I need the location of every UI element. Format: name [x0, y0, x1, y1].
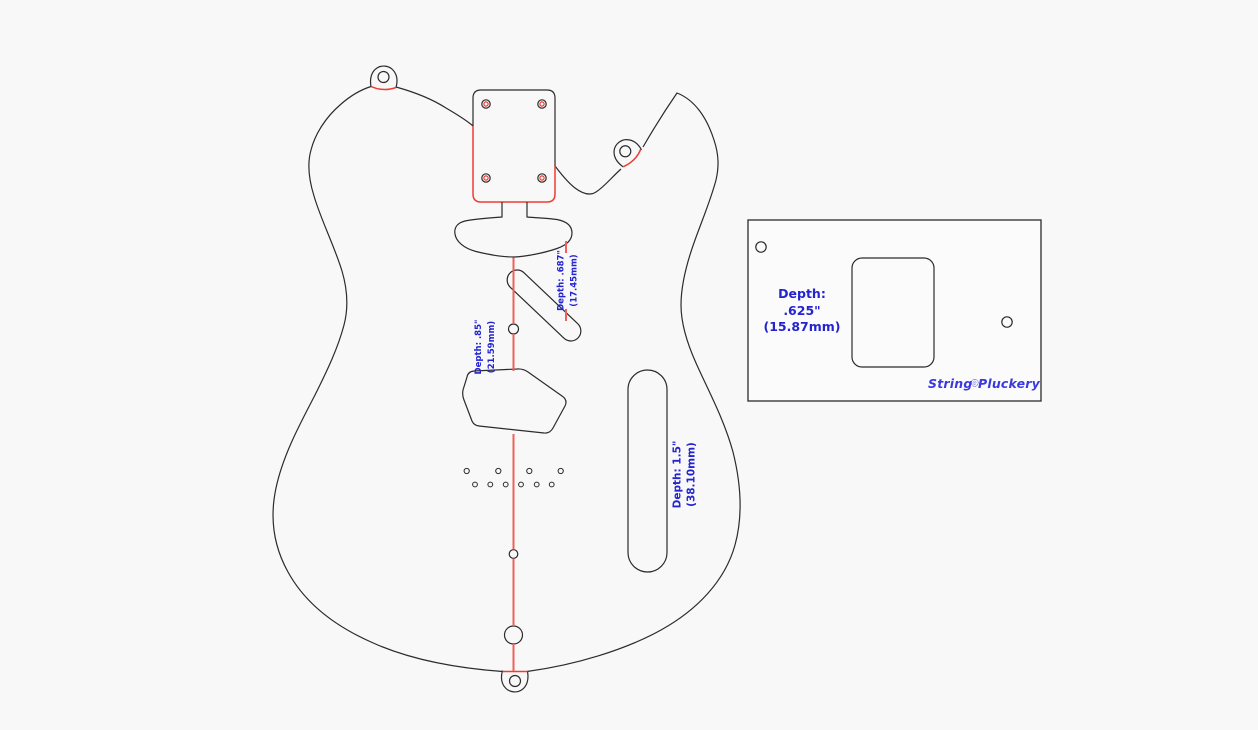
bottom-strap-hole [508, 674, 522, 688]
body-outline-right-side [526, 92, 741, 673]
control-plate [747, 219, 1042, 402]
depth-metric-text: (15.87mm) [763, 319, 841, 334]
top-tab-cut-arc [370, 85, 397, 91]
right-hanger-hole [619, 145, 632, 158]
centerline-hole-upper [507, 323, 520, 335]
right-tab-cut-arc [622, 148, 642, 168]
depth-metric-text: (38.10mm) [685, 442, 697, 507]
pick-logo-icon [971, 379, 979, 387]
brand-word-string: String [928, 375, 973, 391]
small-hole [463, 467, 470, 475]
screw-hole-outer [537, 173, 547, 183]
small-hole [487, 481, 494, 488]
plate-switch-cutout [851, 257, 935, 368]
body-outline-left-side [272, 85, 503, 673]
truss-access-route [454, 202, 573, 258]
plate-screw-hole-left [755, 241, 767, 253]
centerline-hole-large [503, 625, 524, 645]
body-outline-pocket-to-right-tab [554, 165, 622, 195]
screw-hole-inner [483, 101, 489, 107]
small-hole [548, 481, 555, 488]
top-hanger-hole [377, 70, 390, 84]
top-hanger-tab [369, 65, 398, 88]
mounting-hole-row [463, 467, 564, 475]
small-hole [557, 467, 564, 475]
brand-logo: String Pluckery [928, 368, 1040, 398]
small-hole [526, 467, 533, 475]
screw-hole-inner [483, 175, 489, 181]
screw-hole-inner [539, 101, 545, 107]
top-hanger-tab-outline [369, 65, 398, 88]
angled-slot-depth-label: Depth: .687" (17.45mm) [555, 246, 582, 316]
brand-word-pluckery: Pluckery [977, 375, 1040, 391]
string-through-hole-row [472, 481, 555, 488]
depth-text: Depth: [778, 286, 826, 301]
bottom-strap-tab-outline [500, 670, 529, 693]
screw-hole-outer [481, 173, 491, 183]
bottom-strap-tab [500, 670, 529, 693]
screw-hole-outer [481, 99, 491, 109]
small-hole [495, 467, 502, 475]
small-hole [533, 481, 540, 488]
depth-text: Depth: 1.5" [671, 440, 683, 509]
depth-metric-text: (17.45mm) [569, 254, 579, 307]
neck-pocket-outline-black [472, 89, 556, 166]
small-hole [472, 481, 478, 488]
neck-pocket-outline-red [472, 126, 556, 203]
depth-text: Depth: .687" [556, 250, 566, 311]
small-hole [518, 481, 524, 488]
screw-hole-inner [539, 175, 545, 181]
body-outline-top-left-to-pocket [395, 86, 474, 127]
neck-cavity-route [462, 368, 567, 434]
bridge-route-depth-label: Depth: 1.5" (38.10mm) [670, 430, 699, 520]
right-hanger-tab [613, 139, 643, 168]
control-plate-outline [747, 219, 1042, 402]
small-hole [502, 481, 509, 488]
depth-metric-text: (21.59mm) [487, 320, 497, 374]
angled-slot-route [506, 269, 582, 342]
depth-text: Depth: .85" [474, 319, 484, 375]
plate-screw-hole-right [1001, 316, 1013, 328]
bridge-route [627, 369, 668, 573]
depth-inch-text: .625" [783, 302, 821, 318]
centerline-hole-middle [508, 549, 519, 559]
screw-hole-outer [537, 99, 547, 109]
right-hanger-tab-outline [613, 139, 643, 168]
neck-cavity-depth-label: Depth: .85" (21.59mm) [473, 312, 499, 382]
neck-pocket-screw-holes [481, 99, 547, 183]
plate-depth-label: Depth: .625" (15.87mm) [742, 286, 862, 336]
